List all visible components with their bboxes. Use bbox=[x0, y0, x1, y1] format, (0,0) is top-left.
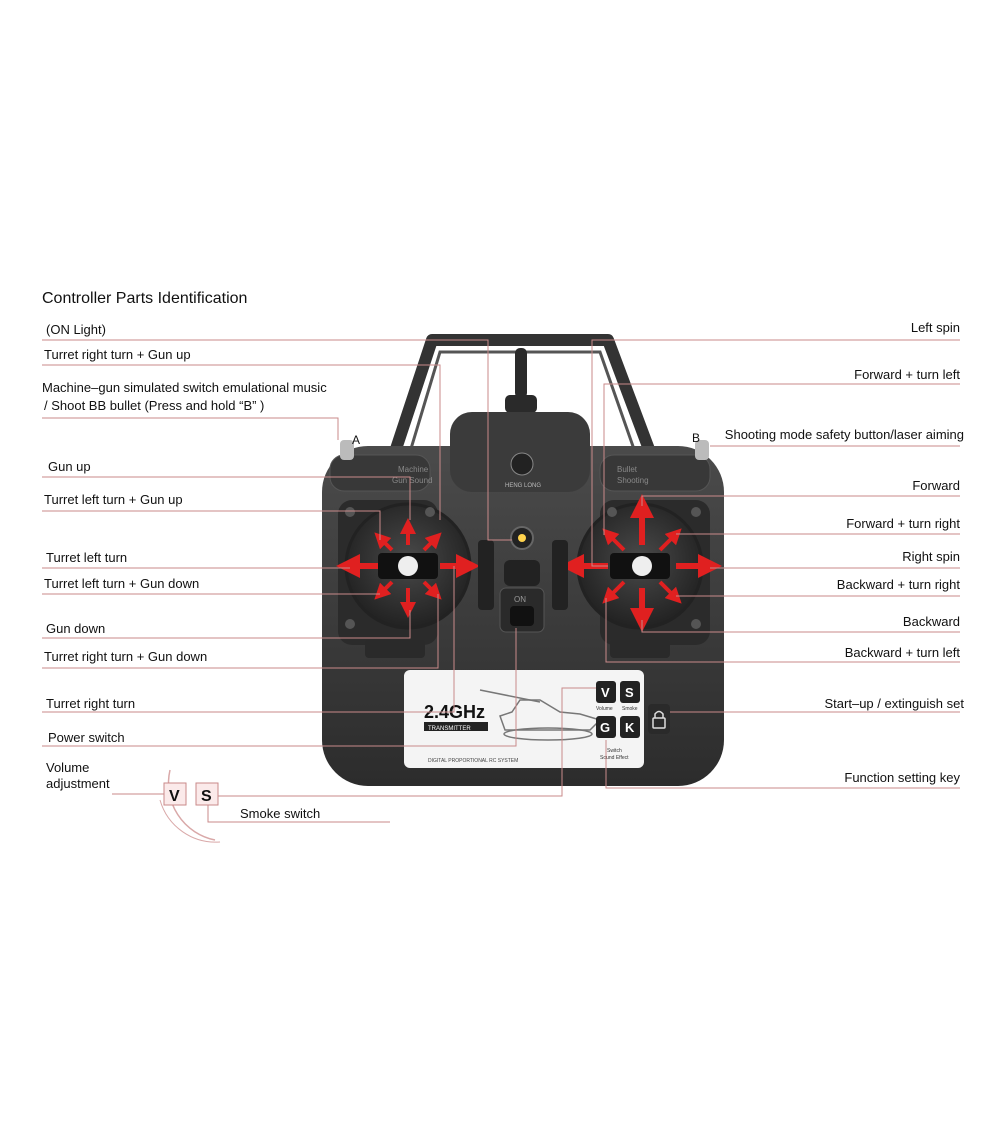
label-forward: Forward bbox=[912, 478, 960, 493]
label-on-light: (ON Light) bbox=[46, 322, 106, 337]
label-machine-gun-line1: Machine–gun simulated switch emulational… bbox=[42, 380, 327, 395]
key-v-caption: Volume bbox=[596, 706, 613, 712]
key-v-letter: V bbox=[601, 685, 610, 700]
label-turret-left-gun-up: Turret left turn + Gun up bbox=[44, 492, 183, 507]
button-a-label: A bbox=[352, 433, 360, 447]
startup-button bbox=[648, 704, 670, 734]
key-s-letter: S bbox=[625, 685, 634, 700]
magnifier-v-letter: V bbox=[169, 788, 180, 805]
label-turret-right-gun-down: Turret right turn + Gun down bbox=[44, 649, 208, 664]
key-g-letter: G bbox=[600, 720, 610, 735]
label-backward: Backward bbox=[902, 614, 960, 629]
label-panel: 2.4GHz TRANSMITTER DIGITAL PROPORTIONAL … bbox=[404, 670, 670, 768]
lock-icon bbox=[652, 710, 666, 729]
left-shoulder-text-1: Machine bbox=[398, 465, 429, 474]
key-g bbox=[596, 716, 616, 738]
label-startup-extinguish: Start–up / extinguish set bbox=[824, 696, 964, 711]
label-forward-turn-left: Forward + turn left bbox=[854, 367, 960, 382]
label-gun-down: Gun down bbox=[46, 621, 106, 636]
power-switch-toggle bbox=[510, 606, 534, 626]
freq-text: 2.4GHz bbox=[424, 702, 485, 722]
key-k-letter: K bbox=[625, 720, 635, 735]
magnifier: V S bbox=[159, 769, 221, 843]
label-backward-turn-right: Backward + turn right bbox=[836, 577, 960, 592]
label-volume-line1: Volume bbox=[46, 760, 90, 775]
key-s-caption: Smoke bbox=[622, 706, 638, 712]
antenna bbox=[505, 348, 537, 413]
key-v bbox=[596, 681, 616, 703]
leader-lines-left bbox=[42, 339, 596, 823]
label-forward-turn-right: Forward + turn right bbox=[846, 516, 960, 531]
label-power-switch: Power switch bbox=[48, 730, 125, 745]
system-text: DIGITAL PROPORTIONAL RC SYSTEM bbox=[428, 758, 518, 764]
button-b-label: B bbox=[692, 431, 700, 445]
magnifier-key-s bbox=[195, 782, 219, 806]
label-turret-left: Turret left turn bbox=[46, 550, 128, 565]
label-right-spin: Right spin bbox=[902, 549, 960, 564]
on-light-icon bbox=[518, 534, 526, 542]
switch-caption-1: Switch bbox=[607, 748, 622, 754]
label-left-spin: Left spin bbox=[910, 320, 960, 335]
right-shoulder-text-2: Shooting bbox=[617, 476, 649, 485]
label-turret-right-gun-up: Turret right turn + Gun up bbox=[44, 347, 191, 362]
key-s bbox=[620, 681, 640, 703]
key-k bbox=[620, 716, 640, 738]
label-function-key: Function setting key bbox=[844, 770, 960, 785]
brand-logo-icon bbox=[510, 452, 534, 476]
magnifier-s-letter: S bbox=[201, 788, 212, 805]
diagram-title: Controller Parts Identification bbox=[42, 290, 248, 307]
label-backward-turn-left: Backward + turn left bbox=[844, 645, 960, 660]
label-turret-right: Turret right turn bbox=[46, 696, 136, 711]
transmitter-text: TRANSMITTER bbox=[428, 726, 471, 732]
right-shoulder-text-1: Bullet bbox=[617, 465, 638, 474]
label-turret-left-gun-down: Turret left turn + Gun down bbox=[44, 576, 200, 591]
label-volume-line2: adjustment bbox=[46, 776, 110, 791]
left-shoulder-text-2: Gun Sound bbox=[392, 476, 432, 485]
brand-text: HENG LONG bbox=[505, 483, 541, 489]
label-smoke-switch: Smoke switch bbox=[240, 806, 321, 821]
label-shooting-mode: Shooting mode safety button/laser aiming bbox=[724, 427, 964, 442]
switch-caption-2: Sound Effect bbox=[600, 755, 629, 761]
label-machine-gun-line2: / Shoot BB bullet (Press and hold “B” ) bbox=[44, 398, 265, 413]
power-on-text: ON bbox=[514, 595, 526, 604]
label-gun-up: Gun up bbox=[48, 459, 91, 474]
tank-icon bbox=[479, 689, 602, 741]
center-controls: ON bbox=[478, 526, 568, 633]
leader-lines-right bbox=[591, 339, 960, 789]
